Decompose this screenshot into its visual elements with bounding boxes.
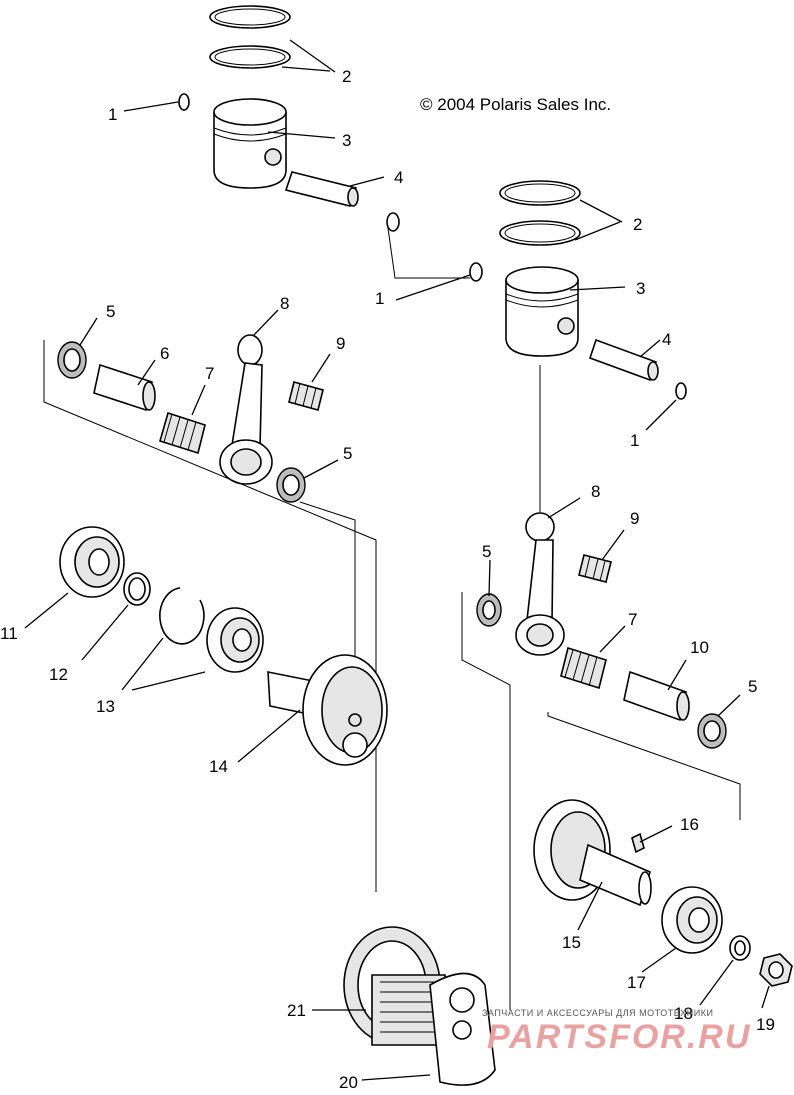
seal-5b bbox=[276, 467, 306, 503]
crankshaft-assembly bbox=[343, 926, 496, 1086]
snap-ring-13 bbox=[159, 587, 205, 645]
assembly-line-right-2 bbox=[547, 712, 741, 820]
callout-2: 2 bbox=[342, 67, 351, 86]
callout-5: 5 bbox=[482, 542, 491, 561]
piston-pin-right bbox=[588, 338, 659, 382]
piston-rings-left bbox=[209, 5, 291, 69]
key-16 bbox=[631, 832, 645, 854]
callout-1: 1 bbox=[630, 431, 639, 450]
callout-7: 7 bbox=[628, 610, 637, 629]
callout-2: 2 bbox=[633, 215, 642, 234]
callout-5: 5 bbox=[748, 677, 757, 696]
callout-1: 1 bbox=[108, 105, 117, 124]
crank-half-15 bbox=[533, 799, 652, 907]
assembly-line-left-2 bbox=[299, 501, 356, 665]
callout-10: 10 bbox=[690, 638, 709, 657]
callout-4: 4 bbox=[394, 168, 403, 187]
connecting-rod-right bbox=[515, 512, 565, 656]
callout-3: 3 bbox=[636, 279, 645, 298]
needle-bearing-7a bbox=[159, 411, 206, 455]
callout-1: 1 bbox=[375, 289, 384, 308]
callout-20: 20 bbox=[339, 1073, 358, 1092]
callout-4: 4 bbox=[662, 330, 671, 349]
crank-half-14 bbox=[267, 654, 388, 766]
assembly-line-right bbox=[461, 592, 511, 1010]
piston-right bbox=[505, 266, 579, 357]
callout-3: 3 bbox=[342, 131, 351, 150]
callout-7: 7 bbox=[205, 364, 214, 383]
callout-5: 5 bbox=[106, 302, 115, 321]
bearing-13 bbox=[206, 607, 264, 673]
callout-17: 17 bbox=[627, 973, 646, 992]
roller-10 bbox=[623, 670, 690, 722]
copyright-text: © 2004 Polaris Sales Inc. bbox=[420, 95, 611, 114]
seal-5c bbox=[476, 593, 502, 627]
callout-18: 18 bbox=[674, 1004, 693, 1023]
needle-bearing-7b bbox=[560, 646, 607, 690]
assembly-line-upper bbox=[387, 227, 470, 279]
seal-5d bbox=[697, 713, 727, 749]
watermark-tagline: ЗАПЧАСТИ И АКСЕССУАРЫ ДЛЯ МОТОТЕХНИКИ bbox=[482, 1008, 713, 1018]
bearing-11 bbox=[59, 526, 125, 598]
callout-8: 8 bbox=[591, 482, 600, 501]
callout-9: 9 bbox=[336, 334, 345, 353]
callout-16: 16 bbox=[680, 815, 699, 834]
connecting-rod-left bbox=[219, 334, 273, 485]
callout-8: 8 bbox=[280, 294, 289, 313]
callout-6: 6 bbox=[160, 344, 169, 363]
callout-21: 21 bbox=[287, 1001, 306, 1020]
bearing-17 bbox=[661, 886, 723, 954]
assembly-line-left bbox=[43, 340, 377, 892]
washer-12 bbox=[123, 572, 151, 606]
circlip-left bbox=[178, 93, 400, 232]
leader-lines bbox=[24, 39, 770, 1081]
callout-19: 19 bbox=[756, 1015, 775, 1034]
piston-rings-right bbox=[499, 180, 581, 246]
callout-14: 14 bbox=[209, 757, 228, 776]
seal-5a bbox=[57, 341, 87, 379]
circlip-right bbox=[469, 262, 687, 400]
piston-pin-left bbox=[284, 171, 359, 207]
callout-11: 11 bbox=[0, 624, 18, 643]
needle-bearing-9a bbox=[288, 381, 324, 411]
callout-9: 9 bbox=[630, 509, 639, 528]
washer-18 bbox=[729, 935, 751, 961]
callout-5: 5 bbox=[343, 444, 352, 463]
needle-bearing-9b bbox=[578, 554, 612, 583]
roller-6 bbox=[93, 363, 156, 412]
callout-13: 13 bbox=[96, 697, 115, 716]
callout-15: 15 bbox=[562, 933, 581, 952]
watermark-brand: PARTSFOR.RU bbox=[487, 1018, 751, 1056]
callout-12: 12 bbox=[49, 665, 68, 684]
nut-19 bbox=[759, 953, 793, 987]
piston-left bbox=[213, 98, 287, 189]
